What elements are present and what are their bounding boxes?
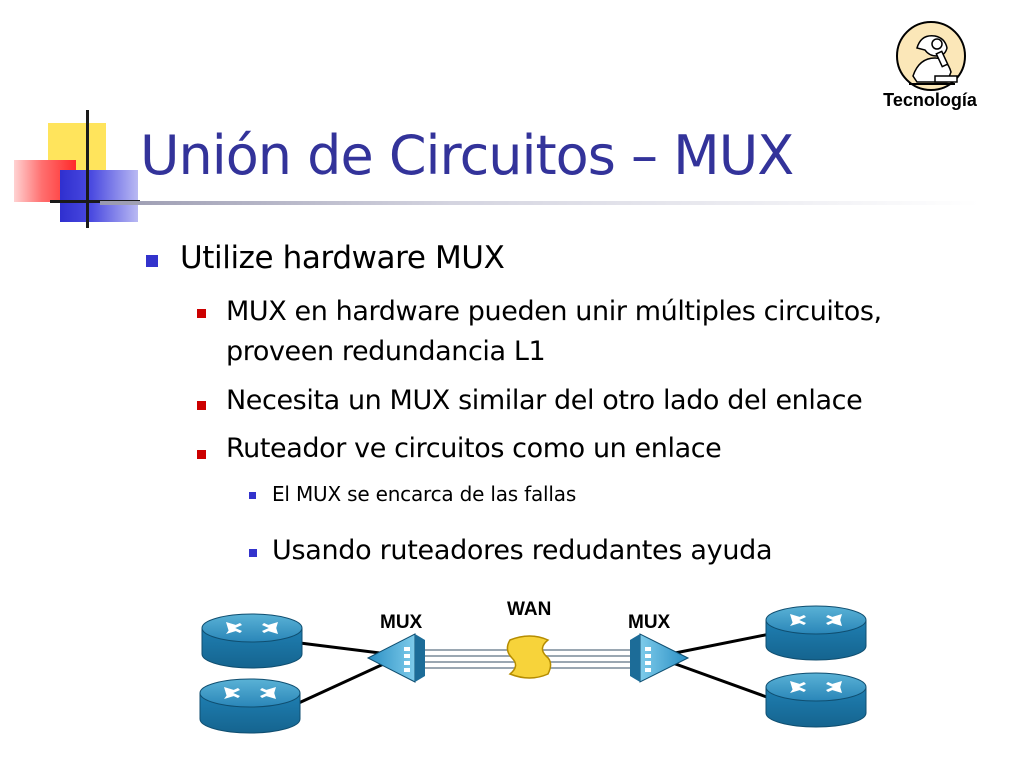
bullet-level1: Utilize hardware MUX: [180, 240, 505, 276]
bullet-level2-continuation: proveen redundancia L1: [226, 336, 546, 367]
bullet-level2: Ruteador ve circuitos como un enlace: [226, 433, 722, 464]
wan-label: WAN: [507, 599, 551, 620]
title-underline: [100, 201, 980, 205]
router-icon: [765, 672, 867, 728]
mux-right-icon: [630, 633, 690, 683]
mux-left-label: MUX: [380, 612, 423, 633]
decor-vertical-line: [86, 110, 89, 228]
bullet-level2: MUX en hardware pueden unir múltiples ci…: [226, 296, 882, 327]
bullet-level2: Necesita un MUX similar del otro lado de…: [226, 385, 863, 416]
router-links: [289, 631, 776, 709]
bullet-square-icon: [249, 492, 256, 499]
scientist-microscope-icon: [896, 21, 966, 91]
router-icon: [199, 678, 301, 734]
router-icon: [201, 613, 303, 669]
decor-blue-square: [60, 170, 138, 222]
bullet-level3: El MUX se encarca de las fallas: [272, 482, 577, 506]
bullet-square-icon: [197, 450, 206, 459]
bullet-square-icon: [197, 309, 206, 318]
mux-left-icon: [366, 633, 425, 683]
router-icon: [765, 605, 867, 661]
bullet-square-icon: [146, 255, 158, 267]
decor-horizontal-line: [50, 200, 140, 203]
bullet-level3: Usando ruteadores redudantes ayuda: [272, 535, 773, 566]
bullet-square-icon: [197, 401, 206, 410]
slide-title: Unión de Circuitos – MUX: [140, 124, 794, 187]
logo-label: Tecnología: [883, 90, 977, 110]
bullet-square-icon: [249, 549, 257, 557]
mux-right-label: MUX: [628, 612, 671, 633]
wan-icon: [506, 635, 552, 679]
